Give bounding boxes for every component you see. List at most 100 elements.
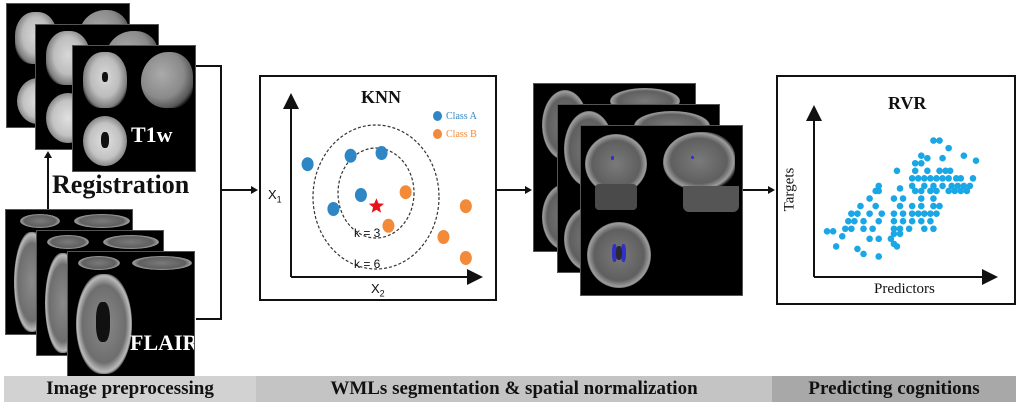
rvr-data-point: [869, 225, 876, 233]
rvr-data-point: [939, 154, 946, 162]
rvr-data-point: [896, 185, 904, 192]
rvr-data-point: [960, 152, 968, 159]
query-star-icon: [368, 198, 384, 213]
rvr-data-point: [872, 202, 879, 210]
rvr-data-point: [911, 167, 919, 175]
rvr-data-point: [924, 167, 931, 175]
rvr-data-point: [927, 187, 934, 195]
rvr-data-point: [896, 230, 904, 238]
rvr-data-point: [866, 210, 873, 217]
rvr-data-point: [948, 182, 955, 190]
legend-item-class-b: Class B: [433, 125, 477, 143]
rvr-data-point: [829, 227, 837, 235]
x-axis-label-main: X: [371, 281, 380, 296]
rvr-data-point: [860, 217, 867, 225]
rvr-data-point: [854, 210, 861, 217]
class-a-point: [375, 146, 388, 160]
rvr-data-point: [860, 225, 867, 233]
rvr-panel: RVR Predictors Targets: [776, 75, 1016, 305]
rvr-data-point: [866, 195, 873, 202]
rvr-data-point: [930, 202, 937, 210]
coronal-view: [585, 134, 647, 210]
y-axis-label-sub: 1: [276, 194, 282, 205]
rvr-data-point: [957, 175, 965, 182]
rvr-data-point: [936, 137, 943, 144]
sagittal-view: [663, 132, 741, 212]
rvr-data-point: [933, 210, 940, 217]
knn-y-axis-label: X1: [268, 187, 282, 205]
rvr-data-point: [927, 217, 934, 225]
rvr-data-point: [890, 195, 898, 202]
rvr-data-point: [893, 243, 901, 250]
rvr-data-point: [930, 225, 937, 233]
t1w-scan-front: T1w: [72, 45, 196, 172]
rvr-data-point: [927, 210, 934, 217]
rvr-data-point: [917, 217, 925, 225]
rvr-data-point: [924, 154, 931, 162]
rvr-data-point: [899, 210, 907, 217]
rvr-data-point: [939, 175, 946, 182]
t1w-connector: [196, 65, 221, 67]
rvr-y-axis-label: Targets: [781, 167, 798, 212]
rvr-data-point: [899, 195, 907, 202]
stage-image-preprocessing: Image preprocessing: [4, 376, 256, 402]
t1w-label: T1w: [131, 122, 173, 147]
rvr-data-point: [936, 202, 943, 210]
rvr-data-point: [911, 187, 919, 195]
arrow-to-knn-head: [251, 186, 258, 194]
rvr-data-point: [954, 182, 962, 190]
rvr-data-point: [878, 210, 886, 217]
rvr-x-axis-label: Predictors: [874, 281, 935, 297]
class-b-point: [399, 185, 412, 200]
rvr-data-point: [860, 250, 867, 258]
flair-scan-front: FLAIR: [67, 251, 195, 377]
registration-arrowhead: [44, 151, 52, 158]
rvr-data-point: [917, 187, 925, 195]
rvr-data-point: [945, 144, 952, 152]
rvr-data-point: [963, 187, 971, 195]
bracket-vertical: [220, 65, 222, 320]
rvr-data-point: [899, 217, 907, 225]
flair-label: FLAIR: [130, 330, 195, 355]
rvr-data-point: [917, 202, 925, 210]
rvr-data-point: [896, 202, 904, 210]
k3-label: k = 3: [354, 226, 381, 240]
rvr-data-point: [936, 167, 943, 175]
class-a-point: [354, 188, 367, 202]
rvr-data-point: [939, 182, 946, 190]
class-b-label: Class B: [446, 128, 477, 140]
rvr-data-point: [887, 235, 895, 243]
stage-label-preprocessing: Image preprocessing: [46, 378, 214, 399]
rvr-data-point: [933, 175, 940, 182]
stage-label-segmentation: WMLs segmentation & spatial normalizatio…: [330, 378, 698, 399]
y-axis-label-main: X: [268, 187, 277, 202]
rvr-data-point: [921, 225, 928, 233]
rvr-data-point: [908, 175, 916, 182]
rvr-data-point: [911, 159, 919, 167]
knn-x-axis-label: X2: [371, 281, 385, 299]
rvr-data-point: [890, 217, 898, 225]
arrow-to-knn: [221, 189, 251, 191]
rvr-data-point: [933, 187, 940, 195]
rvr-data-point: [845, 217, 852, 225]
knn-panel: k = 3 k = 6 KNN Class A Class B X1 X2: [259, 75, 497, 301]
rvr-data-point: [896, 225, 904, 233]
rvr-data-point: [952, 175, 960, 182]
class-a-point: [344, 148, 357, 163]
rvr-data-point: [908, 210, 916, 217]
registration-arrow-line: [47, 158, 49, 210]
rvr-data-point: [908, 182, 916, 190]
class-b-point: [437, 230, 450, 244]
flair-connector: [196, 318, 221, 320]
rvr-data-point: [854, 245, 861, 253]
rvr-data-point: [832, 243, 840, 250]
knn-title: KNN: [361, 87, 401, 107]
arrow-to-rvr: [743, 189, 769, 191]
rvr-data-point: [905, 225, 913, 233]
rvr-data-point: [957, 187, 965, 195]
class-a-point: [301, 157, 314, 172]
arrow-to-rvr-head: [768, 186, 775, 194]
segmentation-scan-front: [580, 125, 743, 296]
rvr-data-point: [893, 167, 901, 175]
rvr-data-point: [914, 175, 922, 182]
